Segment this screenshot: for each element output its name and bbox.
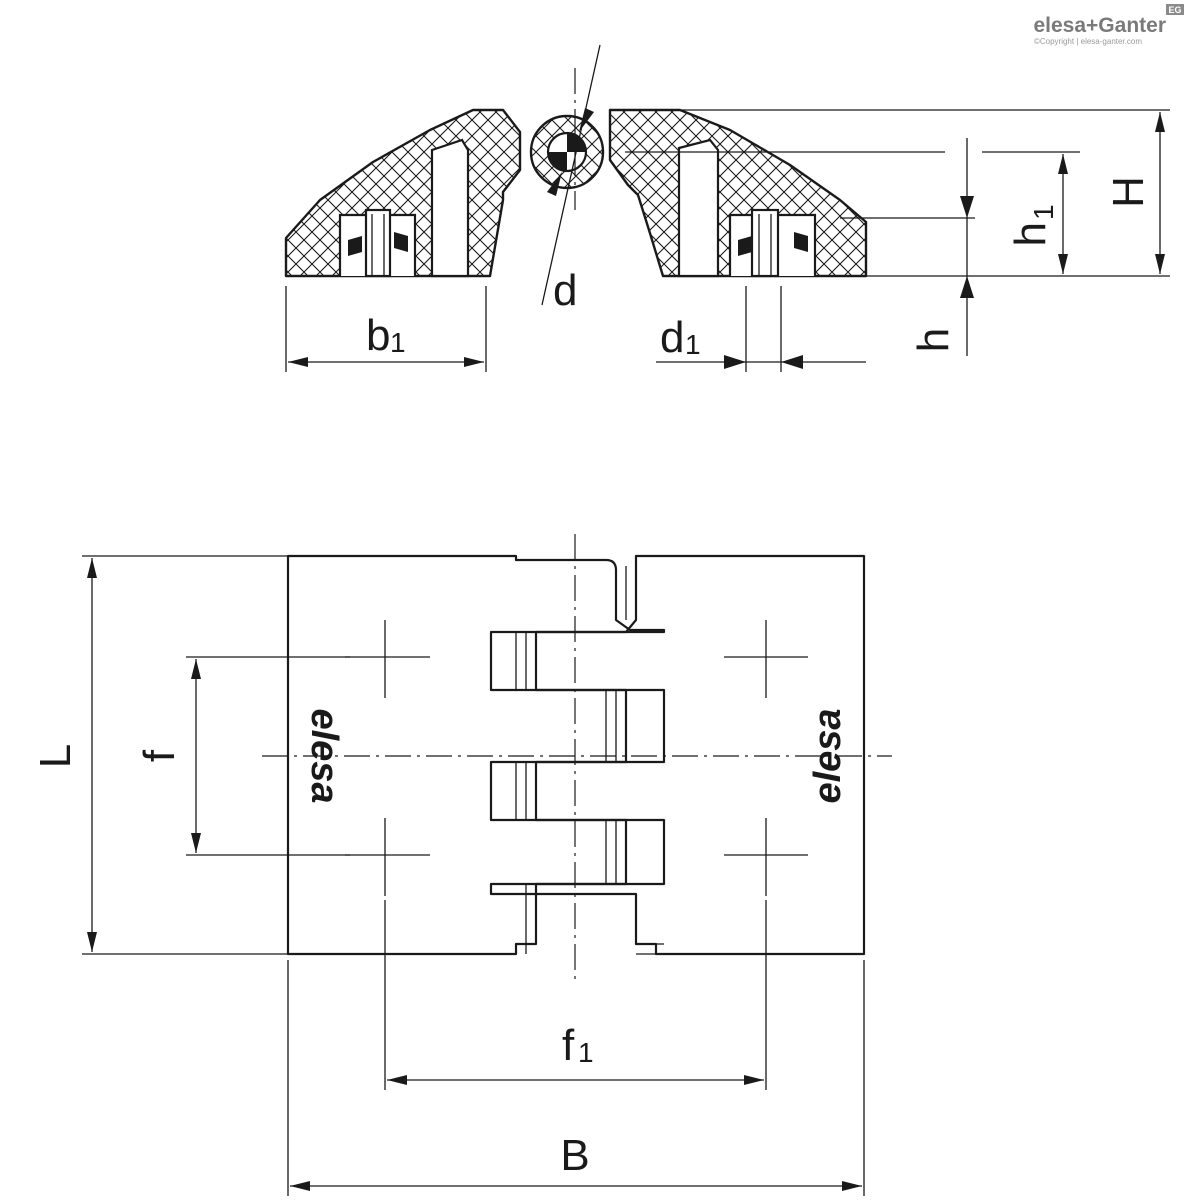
section-view: d H h 1 h b 1 <box>284 44 1170 372</box>
label-h: h <box>909 328 958 352</box>
plan-view: elesa elesa L f f 1 B <box>31 534 892 1196</box>
brand-copyright: ©Copyright | elesa-ganter.com <box>1034 37 1142 46</box>
label-f: f <box>135 749 184 762</box>
label-f1-main: f <box>562 1021 575 1070</box>
label-h1-main: h <box>1006 222 1055 246</box>
label-h1: h 1 <box>1006 204 1059 246</box>
right-leaf-logo: elesa <box>807 708 849 803</box>
pin-quadrant-2 <box>548 152 567 171</box>
label-B: B <box>560 1131 589 1180</box>
left-leaf-logo: elesa <box>303 708 345 803</box>
label-f1-sub: 1 <box>578 1037 594 1068</box>
d-arrow-bottom <box>547 172 562 196</box>
dim-h-arrow-top <box>960 196 974 218</box>
right-slot <box>677 138 720 278</box>
right-insert <box>728 208 817 278</box>
label-H: H <box>1104 176 1153 208</box>
brand-badge <box>1166 4 1184 15</box>
dim-d1-arrow-left <box>724 355 746 369</box>
d-arrow-top <box>579 108 594 132</box>
dim-h-arrow-bottom <box>960 276 974 298</box>
label-b1: b 1 <box>366 311 406 360</box>
label-d1-main: d <box>660 313 684 362</box>
label-d1: d 1 <box>660 313 701 362</box>
dim-d1-arrow-right <box>781 355 803 369</box>
label-d: d <box>553 266 577 315</box>
knuckle-details <box>515 566 664 955</box>
brand-badge-text: EG <box>1168 5 1181 15</box>
hole-marks <box>345 620 808 896</box>
left-slot <box>430 138 470 278</box>
brand-name: elesa+Ganter <box>1033 14 1166 37</box>
label-b1-sub: 1 <box>390 327 406 358</box>
label-d1-sub: 1 <box>685 329 701 360</box>
d-leader <box>541 44 601 306</box>
label-L: L <box>31 744 80 768</box>
label-h1-sub: 1 <box>1028 204 1059 220</box>
brand-logo: elesa+Ganter ©Copyright | elesa-ganter.c… <box>1033 4 1184 46</box>
label-b1-main: b <box>366 311 390 360</box>
label-f1: f 1 <box>562 1021 594 1070</box>
left-insert <box>338 208 417 278</box>
pin-quadrant-1 <box>567 133 586 152</box>
